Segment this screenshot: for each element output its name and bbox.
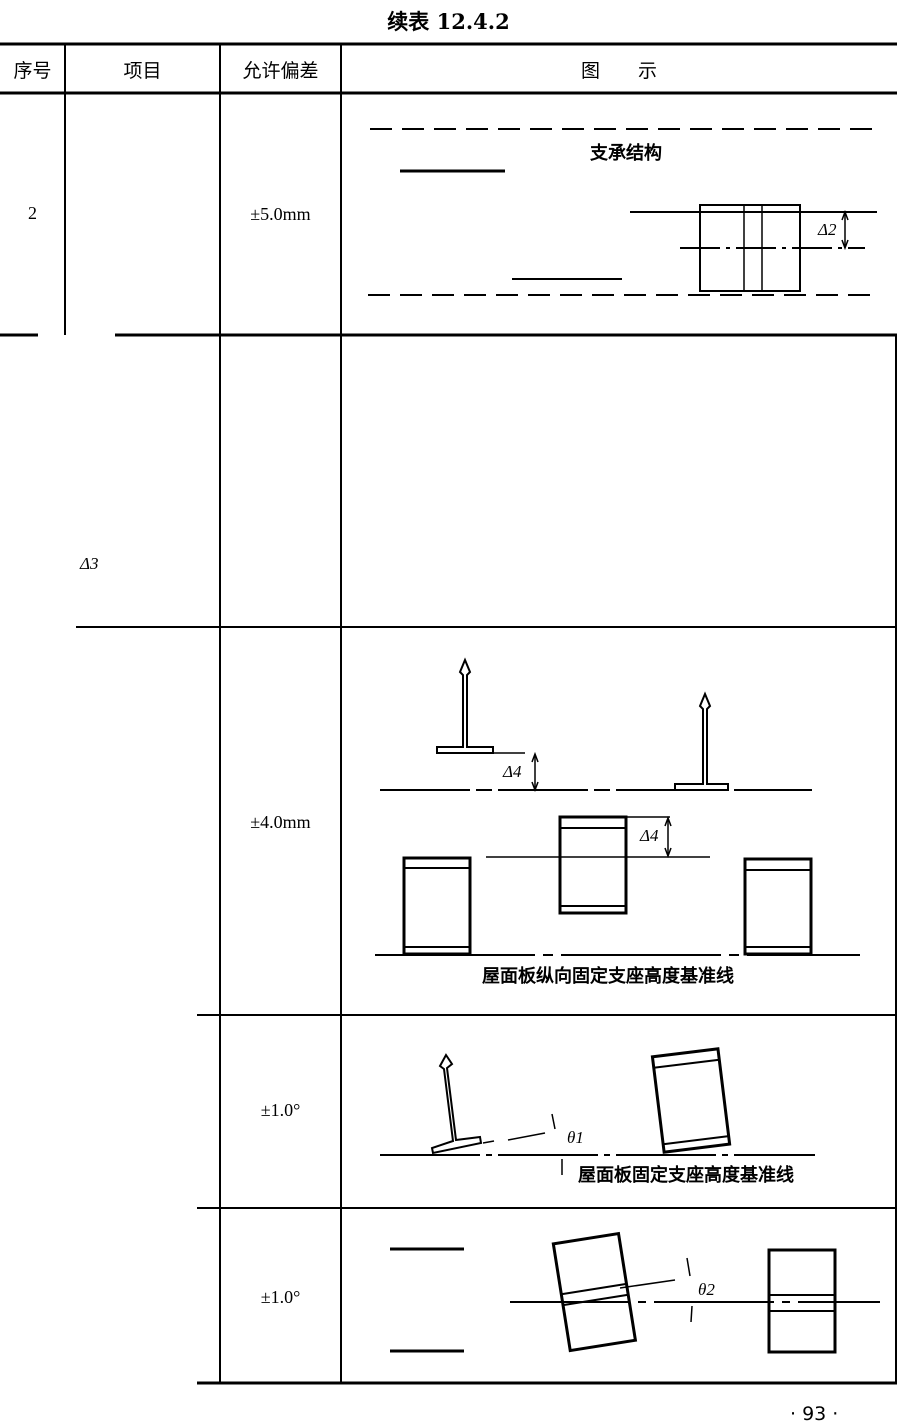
symbol-delta4: Δ4: [503, 762, 522, 781]
page-number: · 93 ·: [790, 1403, 839, 1425]
figure-label: 屋面板纵向固定支座高度基准线: [482, 966, 734, 987]
symbol-theta2: θ2: [698, 1280, 715, 1299]
header-no: 序号: [13, 60, 52, 82]
figure-label: 支承结构: [590, 143, 662, 164]
figure-longitudinal-height: [375, 657, 860, 956]
figure-support-structure: [368, 128, 877, 296]
row-number: 2: [28, 203, 37, 223]
symbol-theta1: θ1: [567, 1128, 584, 1147]
header-figure: 图 示: [580, 60, 657, 82]
figure-rotation-theta2: [390, 1231, 880, 1354]
figure-rotation-theta1: [380, 1047, 815, 1175]
figure-label: 屋面板固定支座高度基准线: [578, 1165, 794, 1186]
tolerance-value: ±4.0mm: [250, 812, 311, 832]
symbol-delta4: Δ4: [640, 826, 659, 845]
header-tolerance: 允许偏差: [242, 60, 319, 82]
tolerance-value: ±5.0mm: [250, 204, 311, 224]
table-grid: [0, 42, 897, 1385]
item-symbol-delta3: Δ3: [80, 554, 99, 573]
tolerance-value: ±1.0°: [260, 1100, 301, 1120]
symbol-delta2: Δ2: [818, 220, 837, 239]
tolerance-value: ±1.0°: [260, 1287, 301, 1307]
header-item: 项目: [123, 60, 162, 82]
table-title: 续表 12.4.2: [387, 9, 510, 34]
